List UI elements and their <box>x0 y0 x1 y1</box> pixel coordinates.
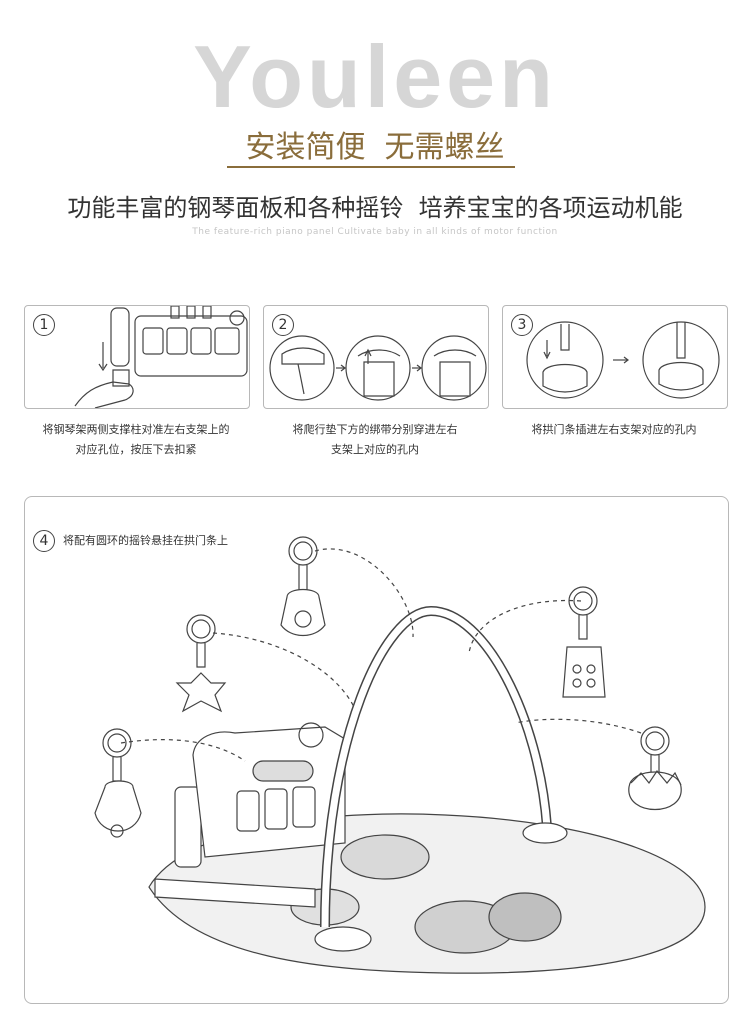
step-1-caption-line1: 将钢琴架两侧支撑柱对准左右支架上的 <box>42 423 230 436</box>
step-1-caption-line2: 对应孔位，按压下去扣紧 <box>75 443 197 456</box>
step-1-number: 1 <box>33 314 55 336</box>
step-3-panel: 3 <box>502 305 728 409</box>
step-4-caption: 将配有圆环的摇铃悬挂在拱门条上 <box>63 534 228 547</box>
headline: 功能丰富的钢琴面板和各种摇铃 培养宝宝的各项运动机能 <box>67 194 683 222</box>
tagline: 安装简便 无需螺丝 <box>245 130 505 165</box>
tagline-underline <box>227 166 515 168</box>
step-1-panel: 1 <box>24 305 250 409</box>
step-2-caption: 将爬行垫下方的绑带分别穿进左右 支架上对应的孔内 <box>259 420 491 460</box>
step-2-caption-line1: 将爬行垫下方的绑带分别穿进左右 <box>292 423 458 436</box>
rattle-5 <box>628 726 682 810</box>
piano-base <box>154 878 316 908</box>
step-4-number: 4 <box>33 530 55 552</box>
step-4-panel: 4 将配有圆环的摇铃悬挂在拱门条上 <box>24 496 729 1004</box>
step-2-illustration <box>269 335 487 401</box>
rattle-4 <box>562 586 606 698</box>
brand-wordmark: Youleen <box>193 27 557 126</box>
step-3-caption: 将拱门条插进左右支架对应的孔内 <box>498 420 730 440</box>
step-2-caption-line2: 支架上对应的孔内 <box>331 443 419 456</box>
piano-panel <box>192 726 346 858</box>
step-3-illustration <box>526 321 720 399</box>
rattle-2 <box>175 614 227 713</box>
step-4-illustration <box>94 536 706 974</box>
step-1-caption: 将钢琴架两侧支撑柱对准左右支架上的 对应孔位，按压下去扣紧 <box>20 420 252 460</box>
step-2-number: 2 <box>272 314 294 336</box>
step-2-panel: 2 <box>263 305 489 409</box>
rattle-1 <box>280 536 326 637</box>
step-3-caption-line1: 将拱门条插进左右支架对应的孔内 <box>531 423 697 436</box>
subline: The feature-rich piano panel Cultivate b… <box>192 227 558 237</box>
step-3-number: 3 <box>511 314 533 336</box>
step-1-illustration <box>74 306 248 408</box>
rattle-3 <box>94 728 142 838</box>
